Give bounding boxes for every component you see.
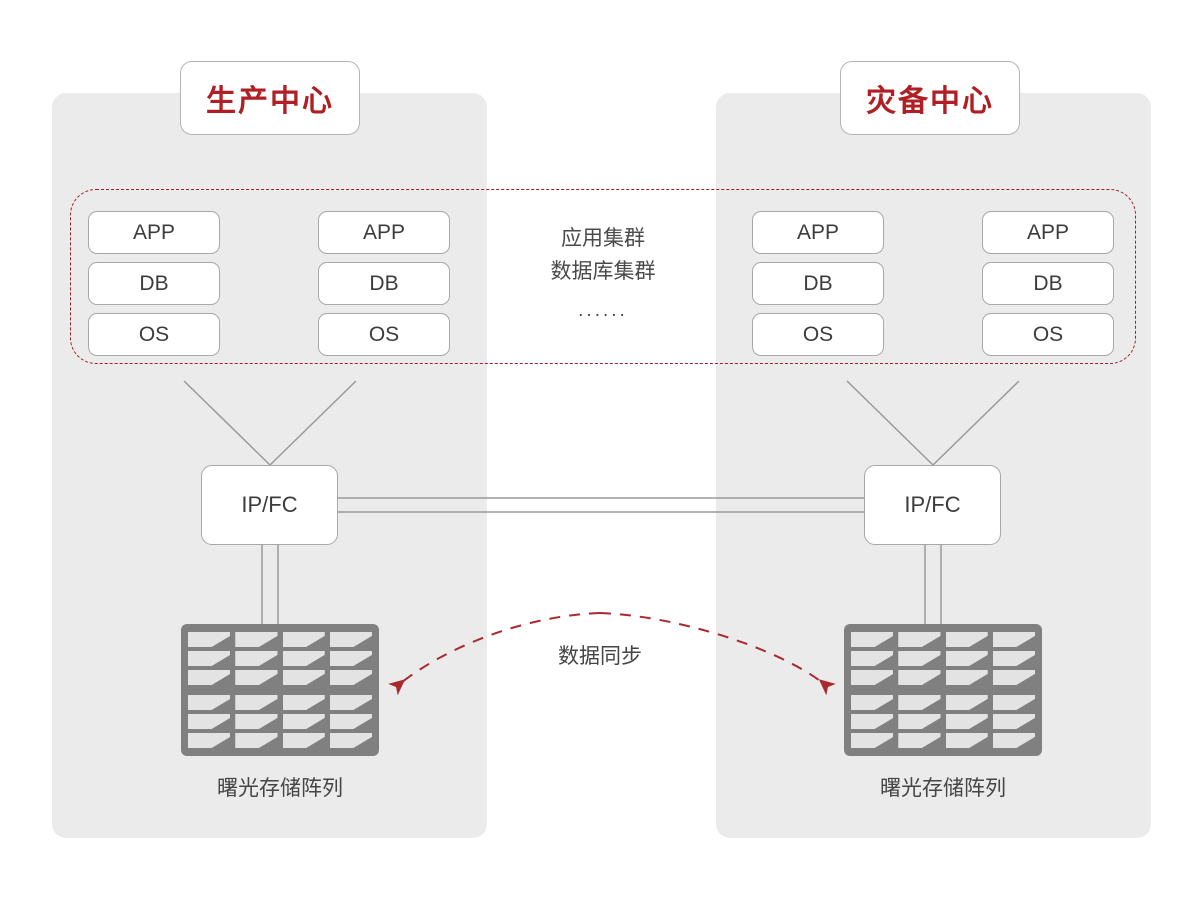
storage-slot <box>235 714 278 729</box>
cluster-boundary <box>70 189 1136 364</box>
storage-slot-row <box>851 670 1035 685</box>
prod-stackB-app-box: APP <box>318 211 450 254</box>
storage-slot <box>992 632 1035 647</box>
prod-stackA-app-box: APP <box>88 211 220 254</box>
storage-slot <box>851 670 894 685</box>
storage-shelf-lower <box>188 695 372 748</box>
storage-slot <box>851 695 894 710</box>
dr-stackA-db-box: DB <box>752 262 884 305</box>
cluster-caption: 应用集群 数据库集群 ...... <box>490 222 716 327</box>
prod-stackB-db-box: DB <box>318 262 450 305</box>
dr-stackB-app-box: APP <box>982 211 1114 254</box>
storage-slot <box>282 714 325 729</box>
storage-shelf-upper <box>851 632 1035 685</box>
storage-slot <box>282 695 325 710</box>
storage-slot <box>329 733 372 748</box>
storage-slot <box>282 632 325 647</box>
storage-slot-row <box>188 714 372 729</box>
storage-slot-row <box>851 695 1035 710</box>
storage-slot-row <box>851 632 1035 647</box>
storage-slot-row <box>188 632 372 647</box>
dr-stackB-os-box: OS <box>982 313 1114 356</box>
storage-slot <box>898 695 941 710</box>
storage-slot <box>898 632 941 647</box>
storage-slot <box>282 733 325 748</box>
storage-slot <box>329 632 372 647</box>
storage-slot <box>235 632 278 647</box>
storage-slot-row <box>851 733 1035 748</box>
storage-slot <box>188 632 231 647</box>
production-storage-caption: 曙光存储阵列 <box>217 777 343 800</box>
storage-slot <box>329 714 372 729</box>
dr-storage-array <box>844 624 1042 756</box>
storage-slot <box>235 651 278 666</box>
storage-slot <box>282 670 325 685</box>
storage-slot-row <box>188 695 372 710</box>
dr-stackA-app-box: APP <box>752 211 884 254</box>
storage-slot <box>992 670 1035 685</box>
storage-slot-row <box>851 651 1035 666</box>
production-switch-box: IP/FC <box>201 465 338 545</box>
storage-slot <box>945 714 988 729</box>
storage-slot <box>235 695 278 710</box>
storage-slot-row <box>188 651 372 666</box>
storage-slot <box>898 733 941 748</box>
storage-slot <box>188 733 231 748</box>
storage-shelf-lower <box>851 695 1035 748</box>
cluster-caption-line1: 应用集群 <box>561 227 645 250</box>
storage-slot <box>329 695 372 710</box>
storage-slot <box>992 695 1035 710</box>
storage-slot <box>188 695 231 710</box>
cluster-caption-line2: 数据库集群 <box>550 260 656 283</box>
storage-slot <box>188 670 231 685</box>
storage-slot <box>329 651 372 666</box>
storage-slot <box>898 651 941 666</box>
storage-slot <box>945 632 988 647</box>
storage-slot <box>235 670 278 685</box>
data-sync-label: 数据同步 <box>558 645 642 668</box>
storage-slot <box>188 714 231 729</box>
storage-slot <box>851 733 894 748</box>
dr-stackA-os-box: OS <box>752 313 884 356</box>
prod-stackA-os-box: OS <box>88 313 220 356</box>
storage-slot <box>851 651 894 666</box>
storage-slot <box>898 670 941 685</box>
storage-slot <box>992 714 1035 729</box>
prod-stackA-db-box: DB <box>88 262 220 305</box>
storage-slot <box>282 651 325 666</box>
storage-slot <box>851 632 894 647</box>
storage-slot <box>329 670 372 685</box>
storage-slot <box>235 733 278 748</box>
storage-slot <box>992 651 1035 666</box>
storage-slot <box>945 670 988 685</box>
production-storage-array <box>181 624 379 756</box>
storage-slot <box>945 733 988 748</box>
cluster-caption-ellipsis: ...... <box>578 300 628 321</box>
dr-storage-caption: 曙光存储阵列 <box>880 777 1006 800</box>
storage-slot <box>992 733 1035 748</box>
prod-stackB-os-box: OS <box>318 313 450 356</box>
storage-slot <box>945 695 988 710</box>
dr-stackB-db-box: DB <box>982 262 1114 305</box>
storage-slot-row <box>851 714 1035 729</box>
storage-slot-row <box>188 733 372 748</box>
storage-slot-row <box>188 670 372 685</box>
storage-slot <box>945 651 988 666</box>
storage-shelf-upper <box>188 632 372 685</box>
dr-site-title: 灾备中心 <box>840 61 1020 135</box>
dr-switch-box: IP/FC <box>864 465 1001 545</box>
storage-slot <box>851 714 894 729</box>
storage-slot <box>898 714 941 729</box>
storage-slot <box>188 651 231 666</box>
production-site-title: 生产中心 <box>180 61 360 135</box>
